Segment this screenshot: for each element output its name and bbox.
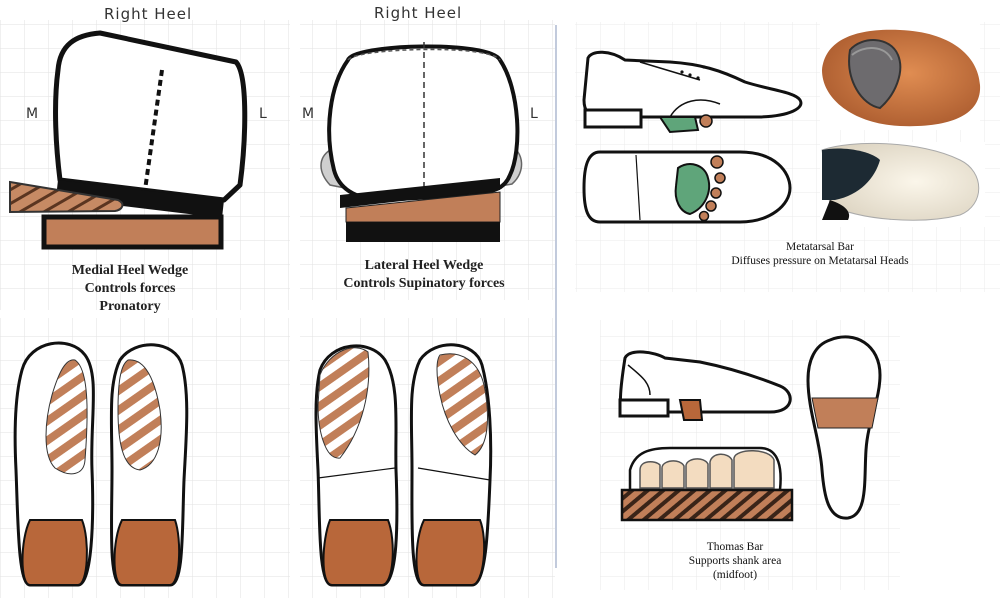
medial-header: Right Heel — [104, 5, 193, 23]
metatarsal-caption-line-1: Metatarsal Bar — [785, 241, 854, 253]
thomas-sole-bottom — [806, 335, 882, 520]
lateral-caption-line-1: Lateral Heel Wedge — [364, 258, 484, 273]
thomas-foot-cross-section — [620, 446, 794, 522]
metatarsal-sole-bottom — [582, 150, 792, 224]
lateral-header: Right Heel — [374, 4, 463, 22]
thomas-shoe-side — [618, 350, 792, 421]
metatarsal-photo-white — [820, 142, 985, 227]
medial-wedge-soles — [13, 341, 189, 587]
lateral-l-letter: L — [530, 106, 538, 122]
medial-caption: Medial Heel Wedge Controls forces Pronat… — [40, 262, 220, 316]
metatarsal-photo-brown — [820, 22, 981, 130]
thomas-caption-line-2: Supports shank area — [688, 555, 782, 567]
lateral-caption-line-2: Controls Supinatory forces — [343, 276, 505, 291]
thomas-caption-line-3: (midfoot) — [712, 569, 758, 581]
medial-wedge-rear-view — [9, 30, 248, 250]
thomas-caption: Thomas Bar Supports shank area (midfoot) — [665, 540, 805, 582]
medial-l-letter: L — [259, 106, 267, 122]
lateral-caption: Lateral Heel Wedge Controls Supinatory f… — [314, 257, 534, 293]
medial-caption-line-1: Medial Heel Wedge — [71, 263, 189, 278]
lateral-wedge-rear-view — [320, 42, 523, 242]
medial-m-letter: M — [26, 106, 39, 122]
medial-caption-line-2: Controls forces — [84, 281, 176, 296]
metatarsal-shoe-side — [582, 50, 803, 134]
medial-caption-line-3: Pronatory — [99, 299, 161, 314]
thomas-caption-line-1: Thomas Bar — [706, 541, 764, 553]
metatarsal-caption: Metatarsal Bar Diffuses pressure on Meta… — [690, 240, 950, 268]
lateral-wedge-soles — [314, 343, 493, 587]
lateral-m-letter: M — [302, 106, 315, 122]
metatarsal-caption-line-2: Diffuses pressure on Metatarsal Heads — [731, 255, 909, 267]
